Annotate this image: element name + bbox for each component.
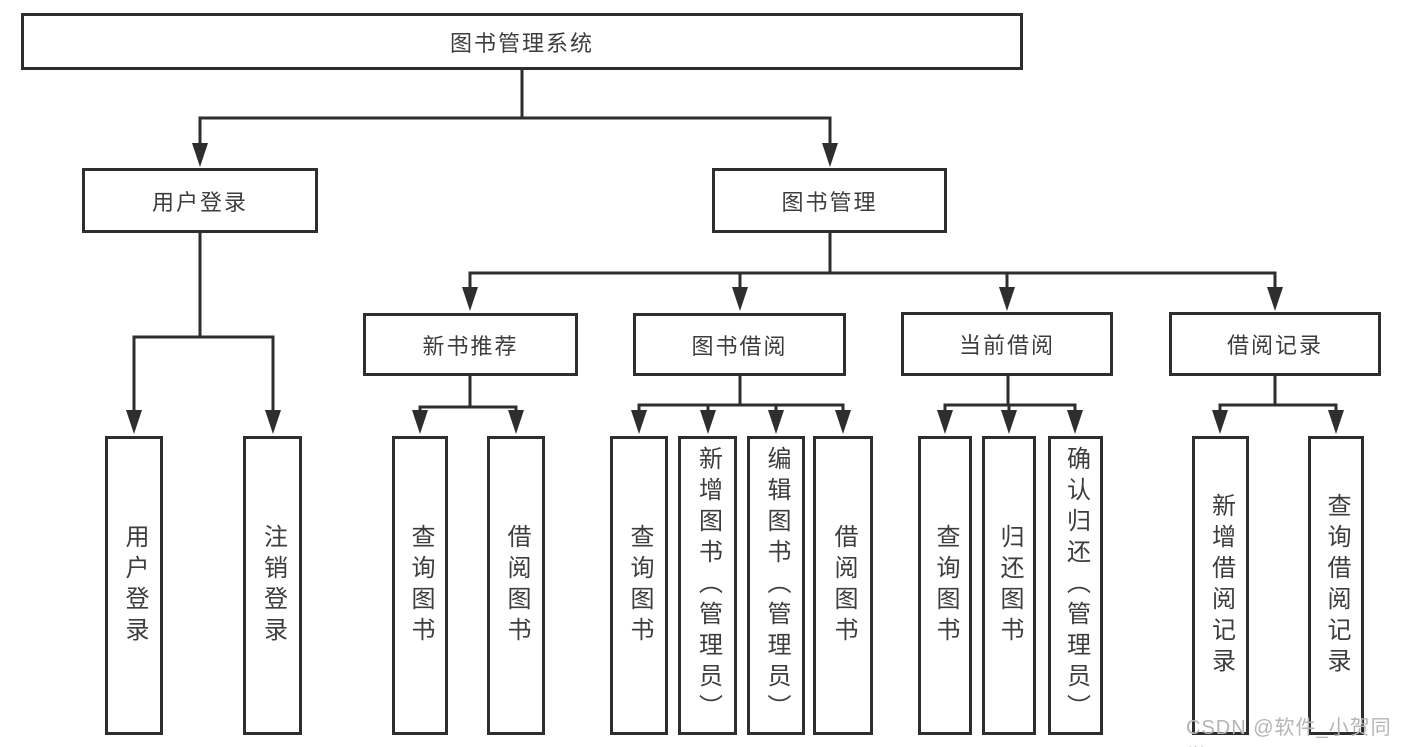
node-root: 图书管理系统 (21, 13, 1023, 70)
arrowheads (126, 143, 1344, 434)
node-new-book-recommend: 新书推荐 (363, 313, 578, 376)
leaf-user-login: 用户登录 (105, 436, 163, 735)
leaf-bb-borrow-books: 借阅图书 (813, 436, 873, 735)
leaf-br-query-record: 查询借阅记录 (1308, 436, 1364, 735)
leaf-nb-query-books: 查询图书 (392, 436, 448, 735)
connector-paths (132, 67, 1338, 415)
leaf-nb-borrow-books-label: 借阅图书 (503, 523, 530, 648)
node-user-login-label: 用户登录 (151, 189, 248, 215)
leaf-bb-add-books: 新增图书（管理员） (678, 436, 737, 735)
leaf-br-add-record: 新增借阅记录 (1192, 436, 1249, 735)
leaf-bb-edit-books: 编辑图书（管理员） (747, 436, 805, 735)
leaf-cb-query-books-label: 查询图书 (932, 523, 959, 648)
leaf-bb-edit-books-label: 编辑图书（管理员） (763, 446, 790, 725)
node-current-borrow-label: 当前借阅 (958, 333, 1055, 358)
node-new-book-recommend-label: 新书推荐 (422, 333, 519, 359)
node-user-login: 用户登录 (82, 168, 318, 233)
node-borrow-records-label: 借阅记录 (1226, 333, 1323, 358)
leaf-bb-add-books-label: 新增图书（管理员） (694, 446, 722, 725)
leaf-br-add-record-label: 新增借阅记录 (1207, 492, 1235, 679)
node-book-borrow-label: 图书借阅 (691, 333, 788, 359)
leaf-user-login-label: 用户登录 (121, 523, 148, 648)
leaf-logout-label: 注销登录 (259, 523, 287, 648)
leaf-bb-query-books-label: 查询图书 (626, 523, 653, 648)
leaf-cb-confirm-return: 确认归还（管理员） (1048, 436, 1103, 735)
node-book-management-label: 图书管理 (781, 189, 878, 215)
leaf-cb-query-books: 查询图书 (918, 436, 972, 735)
leaf-nb-borrow-books: 借阅图书 (487, 436, 545, 735)
leaf-logout: 注销登录 (243, 436, 302, 735)
node-root-label: 图书管理系统 (449, 30, 594, 56)
node-book-management: 图书管理 (712, 168, 947, 233)
csdn-watermark: CSDN @软件_小贺同学 (1186, 717, 1392, 747)
node-borrow-records: 借阅记录 (1169, 312, 1381, 376)
leaf-cb-return-books: 归还图书 (982, 436, 1036, 735)
leaf-cb-confirm-return-label: 确认归还（管理员） (1062, 446, 1090, 725)
leaf-cb-return-books-label: 归还图书 (996, 523, 1023, 648)
node-current-borrow: 当前借阅 (901, 312, 1113, 376)
leaf-br-query-record-label: 查询借阅记录 (1323, 492, 1350, 679)
leaf-bb-query-books: 查询图书 (610, 436, 668, 735)
node-book-borrow: 图书借阅 (633, 313, 846, 376)
leaf-bb-borrow-books-label: 借阅图书 (830, 523, 857, 648)
leaf-nb-query-books-label: 查询图书 (407, 523, 434, 648)
